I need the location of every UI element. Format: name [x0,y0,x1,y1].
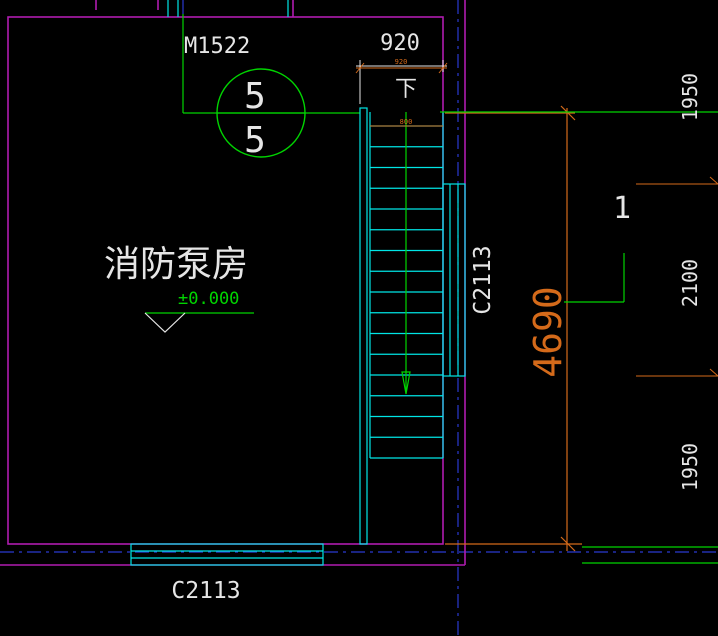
dim-right-3: 1950 [678,443,702,491]
axis-label: 1 [613,191,631,226]
stair-direction-label: 下 [395,77,417,102]
stair-arrow [401,112,411,395]
elevation-mark [144,312,254,333]
stair-structure [359,107,444,545]
total-dimension [445,105,582,552]
elevation-label: ±0.000 [178,289,239,309]
door-tag: M1522 [184,34,250,59]
window-right [442,183,466,377]
room-name: 消防泵房 [104,244,248,285]
window-bottom-label: C2113 [171,578,240,604]
dim-right-1: 1950 [678,73,702,121]
right-dimension-chain [636,176,718,377]
section-marker-bottom: 5 [244,120,266,161]
window-bottom [130,543,324,566]
stair-dimension-orange [355,62,448,127]
stair-side-wall [359,107,368,545]
stair-width-small-label: 920 [395,58,408,66]
stair-width-label: 920 [380,31,420,56]
total-dimension-label: 4690 [526,286,570,378]
green-lines-right [440,111,718,564]
window-right-label: C2113 [470,245,496,314]
section-marker: 5 5 [216,68,306,161]
door-frame-top [167,0,289,17]
section-marker-top: 5 [244,76,266,117]
door-swing [182,14,360,114]
dim-right-2: 2100 [678,259,702,307]
stair-inner-width-label: 800 [400,118,413,126]
